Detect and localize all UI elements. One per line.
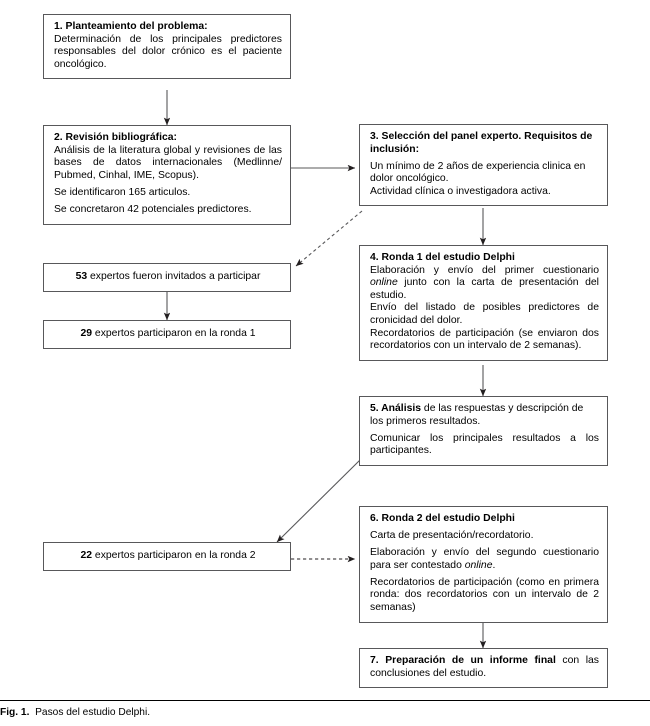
round1-participants-text: 29 expertos participaron en la ronda 1	[54, 328, 282, 341]
step-4-body-3: Recordatorios de participación (se envia…	[370, 327, 599, 352]
caption-divider	[0, 700, 650, 701]
step-3-title: 3. Selección del panel experto. Requisit…	[370, 131, 593, 155]
step-2-body-1: Análisis de la literatura global y revis…	[54, 144, 282, 181]
step-1-box[interactable]: 1. Planteamiento del problema: Determina…	[43, 14, 291, 80]
step-2-body-2: Se identificaron 165 articulos.	[54, 186, 191, 198]
step-5-title: 5. Análisis de las respuestas y descripc…	[370, 403, 599, 428]
step-6-body-3: Recordatorios de participación (como en …	[370, 576, 599, 614]
step-3-body-1: Un mínimo de 2 años de experiencia clini…	[370, 160, 586, 185]
step-1-title: 1. Planteamiento del problema:	[54, 21, 208, 32]
figure-caption-label: Fig. 1.	[0, 707, 30, 718]
step-4-body-1-post: junto con la carta de presentación del e…	[370, 277, 599, 301]
step-2-title: 2. Revisión bibliográfica:	[54, 132, 177, 143]
round2-participants-label: expertos participaron en la ronda 2	[92, 550, 256, 561]
invited-experts-label: expertos fueron invitados a participar	[87, 271, 261, 282]
invited-experts-text: 53 expertos fueron invitados a participa…	[54, 271, 282, 284]
step-4-body-1: Elaboración y envío del primer cuestiona…	[370, 265, 599, 303]
round2-participants-box[interactable]: 22 expertos participaron en la ronda 2	[43, 542, 291, 571]
step-4-title: 4. Ronda 1 del estudio Delphi	[370, 252, 515, 263]
step-6-body-1: Carta de presentación/recordatorio.	[370, 530, 534, 542]
figure-caption: Fig. 1. Pasos del estudio Delphi.	[0, 706, 650, 719]
step-7-title-emphasis: Preparación de un informe final	[385, 655, 556, 666]
step-2-box[interactable]: 2. Revisión bibliográfica: Análisis de l…	[43, 125, 291, 225]
round1-participants-count: 29	[80, 328, 93, 339]
step-2-body-3: Se concretaron 42 potenciales predictore…	[54, 203, 252, 215]
step-3-body-2: Actividad clínica o investigadora activa…	[370, 185, 551, 197]
round2-participants-text: 22 expertos participaron en la ronda 2	[54, 550, 282, 563]
step-6-body-2-pre: Elaboración y envío del segundo cuestion…	[370, 547, 599, 571]
connector-step3-to-invited	[295, 210, 363, 267]
step-3-box[interactable]: 3. Selección del panel experto. Requisit…	[359, 124, 608, 207]
step-4-body-1-pre: Elaboración y envío del primer cuestiona…	[370, 264, 599, 276]
step-6-body-2-emphasis: online	[464, 559, 493, 571]
step-4-body-2: Envío del listado de posibles predictore…	[370, 302, 599, 326]
round1-participants-label: expertos participaron en la ronda 1	[92, 328, 256, 339]
step-7-number: 7.	[370, 655, 386, 666]
step-4-body-1-emphasis: online	[370, 277, 398, 289]
step-6-body-2: Elaboración y envío del segundo cuestion…	[370, 547, 599, 572]
step-6-body-2-post: .	[492, 559, 496, 571]
connector-step5-to-round2	[276, 459, 361, 543]
round1-participants-box[interactable]: 29 expertos participaron en la ronda 1	[43, 320, 291, 349]
step-5-box[interactable]: 5. Análisis de las respuestas y descripc…	[359, 396, 608, 466]
round2-participants-count: 22	[80, 550, 93, 561]
step-7-title-rest: con las conclusiones del estudio.	[370, 655, 600, 679]
step-7-title: 7. Preparación de un informe final con l…	[370, 655, 599, 680]
step-4-box[interactable]: 4. Ronda 1 del estudio Delphi Elaboració…	[359, 245, 608, 361]
step-6-title: 6. Ronda 2 del estudio Delphi	[370, 513, 515, 524]
step-5-number: 5.	[370, 403, 382, 414]
step-5-title-rest: de las respuestas y descripción de los p…	[370, 403, 584, 427]
invited-experts-count: 53	[75, 271, 88, 282]
step-6-box[interactable]: 6. Ronda 2 del estudio Delphi Carta de p…	[359, 506, 608, 623]
step-5-title-emphasis: Análisis	[381, 403, 422, 414]
figure-caption-text: Pasos del estudio Delphi.	[35, 707, 151, 718]
invited-experts-box[interactable]: 53 expertos fueron invitados a participa…	[43, 263, 291, 292]
step-7-box[interactable]: 7. Preparación de un informe final con l…	[359, 648, 608, 689]
step-1-body: Determinación de los principales predict…	[54, 33, 282, 70]
step-5-body: Comunicar los principales resultados a l…	[370, 432, 599, 457]
